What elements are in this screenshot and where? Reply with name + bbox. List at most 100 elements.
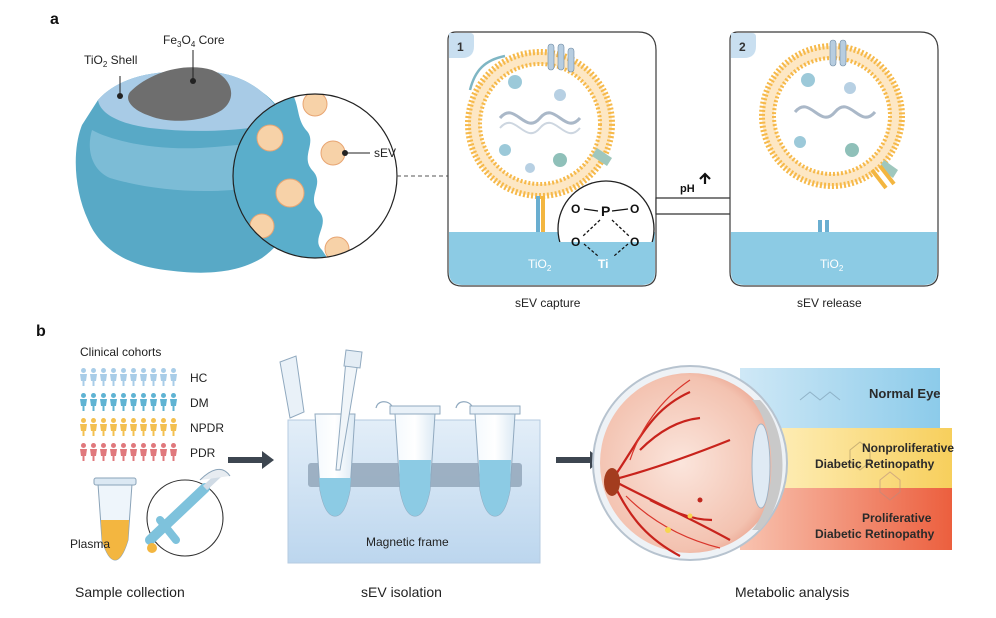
- released-rna: [793, 105, 877, 119]
- pdr-label-line1: Proliferative: [862, 511, 932, 525]
- released-anchor: [870, 164, 896, 190]
- inset-tio2: [559, 242, 653, 281]
- vesicle-protein: [525, 163, 535, 173]
- person-icon: [150, 443, 157, 461]
- ph-up-icon: [699, 172, 711, 184]
- step1-badge-bg: [449, 33, 474, 58]
- eye: [592, 365, 788, 561]
- person-icon: [150, 418, 157, 436]
- step2-tio2-layer: [731, 232, 937, 285]
- o-atom: O: [571, 202, 580, 216]
- person-icon: [170, 418, 177, 436]
- vesicle-rna: [498, 111, 582, 125]
- core-leader-dot: [190, 78, 196, 84]
- cohort-row-pdr: PDR: [80, 443, 216, 461]
- molecule-sketch: [879, 471, 901, 501]
- caption-metabolic-analysis: Metabolic analysis: [735, 584, 849, 600]
- anchor-blue-left: [818, 220, 822, 232]
- o-atom: O: [630, 235, 639, 249]
- vesicle-protein: [845, 143, 859, 157]
- o-atom: O: [630, 202, 639, 216]
- eye-lens: [751, 423, 771, 509]
- capture-caption: sEV capture: [515, 296, 581, 310]
- normal-eye-label: Normal Eye: [869, 386, 941, 401]
- person-icon: [140, 393, 147, 411]
- person-icon: [80, 443, 87, 461]
- hemorrhage: [697, 497, 703, 503]
- person-icon: [170, 393, 177, 411]
- vesicle-protein: [553, 153, 567, 167]
- syringe-circle: [146, 479, 224, 557]
- tube-hinge: [375, 401, 393, 409]
- pipette-head: [343, 349, 363, 369]
- tube-liquid: [399, 460, 431, 516]
- bond: [582, 219, 601, 237]
- cohort-label: PDR: [190, 446, 216, 460]
- zoom-sev: [256, 124, 284, 152]
- membrane-protein: [829, 39, 837, 67]
- membrane-protein: [839, 39, 847, 67]
- person-icon: [120, 443, 127, 461]
- exudate: [687, 513, 693, 519]
- person-icon: [160, 418, 167, 436]
- flow-arrow: [556, 451, 602, 469]
- syringe-plunger: [156, 516, 180, 544]
- plasma-label: Plasma: [70, 537, 110, 551]
- bond: [613, 243, 629, 257]
- vesicle-protein: [794, 136, 806, 148]
- zoom-sev: [275, 178, 305, 208]
- step2-tio2-label: TiO2: [820, 257, 844, 273]
- bond: [611, 219, 630, 237]
- anchor-blue: [536, 196, 540, 232]
- person-icon: [130, 368, 137, 386]
- membrane-protein: [557, 43, 565, 71]
- optic-disc: [604, 468, 620, 496]
- tube-cap: [93, 477, 137, 486]
- cohort-row-npdr: NPDR: [80, 418, 224, 436]
- step1-badge: 1: [457, 40, 464, 54]
- person-icon: [110, 393, 117, 411]
- vesicle-protein: [499, 144, 511, 156]
- flow-arrow: [228, 451, 274, 469]
- tube-cap-open: [279, 355, 305, 419]
- person-icon: [100, 368, 107, 386]
- zoom-particle-surface: [233, 94, 330, 258]
- step2-panel: 2 TiO2: [729, 31, 939, 287]
- vesicle-protein: [801, 73, 815, 87]
- exudate: [665, 527, 671, 533]
- vesicle-protein: [554, 89, 566, 101]
- person-icon: [140, 418, 147, 436]
- person-icon: [80, 368, 87, 386]
- person-icon: [100, 443, 107, 461]
- vesicle-rna-strand: [499, 121, 581, 135]
- plasma-drop: [147, 543, 157, 553]
- tube-rim: [469, 405, 521, 415]
- step2-badge: 2: [739, 40, 746, 54]
- person-icon: [170, 368, 177, 386]
- person-icon: [100, 418, 107, 436]
- person-icon: [140, 368, 147, 386]
- npdr-label-line1: Nonproliferative: [862, 441, 954, 455]
- tube-3: [455, 401, 521, 517]
- bond: [583, 208, 599, 212]
- zoom-sev: [302, 94, 328, 117]
- sample-tube: [93, 477, 137, 561]
- person-icon: [90, 443, 97, 461]
- panel-b-letter: b: [36, 323, 46, 340]
- npdr-label-line2: Diabetic Retinopathy: [815, 457, 935, 471]
- membrane-protein: [592, 148, 612, 166]
- person-icon: [90, 393, 97, 411]
- cohort-label: HC: [190, 371, 208, 385]
- person-icon: [120, 393, 127, 411]
- retinal-vessels: [610, 390, 731, 557]
- person-icon: [170, 443, 177, 461]
- pipette: [335, 349, 363, 471]
- o-atom: O: [571, 235, 580, 249]
- tube-liquid: [479, 460, 511, 516]
- magnetic-frame-label: Magnetic frame: [366, 535, 449, 549]
- person-icon: [120, 368, 127, 386]
- release-caption: sEV release: [797, 296, 862, 310]
